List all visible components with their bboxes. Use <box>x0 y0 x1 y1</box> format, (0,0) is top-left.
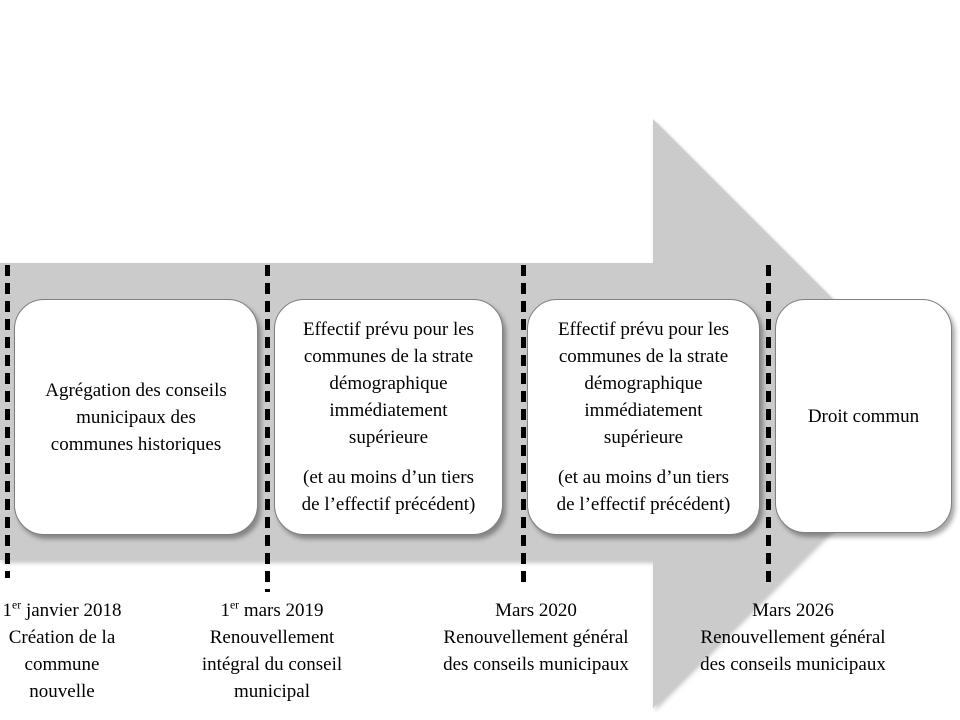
milestone-date: 1er janvier 2018 <box>0 597 182 624</box>
stage-box-droit-commun: Droit commun <box>775 299 952 533</box>
date-text: 1 <box>2 600 13 621</box>
date-text: 1 <box>220 600 230 621</box>
date-text: Mars 2020 <box>495 600 577 621</box>
stage-text: Droit commun <box>807 405 920 427</box>
date-text: mars 2019 <box>239 600 324 621</box>
date-text: janvier 2018 <box>21 600 122 621</box>
milestone-date: Mars 2026 <box>663 597 923 624</box>
date-superscript: er <box>12 598 22 612</box>
milestone-date: Mars 2020 <box>406 597 666 624</box>
milestone-date: 1er mars 2019 <box>152 597 392 624</box>
date-superscript: er <box>229 598 240 612</box>
date-text: Mars 2026 <box>752 600 834 621</box>
